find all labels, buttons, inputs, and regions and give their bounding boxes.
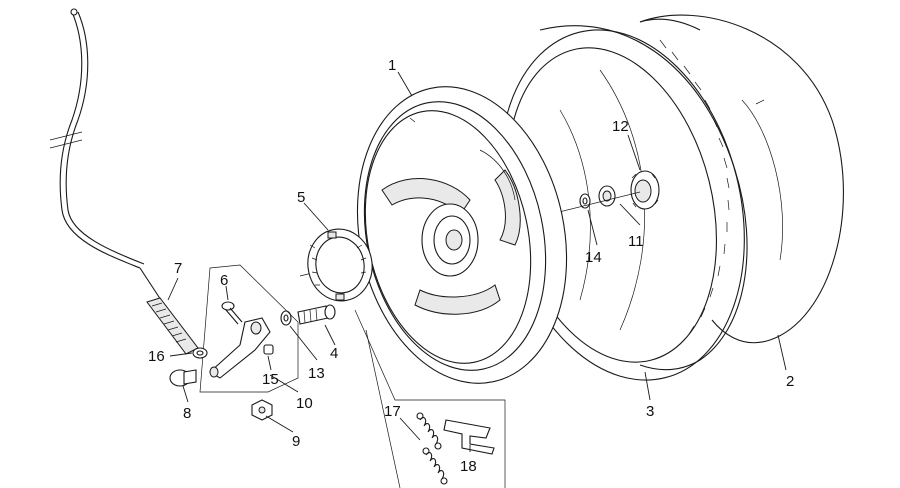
lever-assembly-outline: [199, 264, 299, 393]
callout-10: 10: [296, 395, 313, 412]
part-2-rear-disc: [639, 14, 844, 344]
callout-5: 5: [297, 189, 305, 206]
part-9-nut: [251, 399, 273, 421]
part-11-nut: [598, 185, 616, 207]
springs-box: [354, 309, 506, 488]
callout-labels: 1 2 3 4 5 6 7 8 9 10 11 12 13 14 15 16 1…: [148, 57, 794, 475]
callout-14: 14: [585, 249, 602, 266]
part-4-brake-cam: [297, 304, 336, 325]
callout-1: 1: [388, 57, 396, 74]
callout-12: 12: [612, 118, 629, 135]
callout-6: 6: [220, 272, 228, 289]
callout-18: 18: [460, 458, 477, 475]
callout-4: 4: [330, 345, 338, 362]
part-18-clip: [443, 419, 495, 455]
part-7-brake-cable: [49, 8, 199, 355]
callout-11: 11: [628, 233, 644, 250]
part-17-springs: [416, 412, 448, 485]
part-8-pivot-pin: [169, 369, 197, 387]
part-14-washer: [579, 193, 591, 209]
part-16-washer: [192, 347, 208, 359]
callout-2: 2: [786, 373, 794, 390]
part-1-wheel-rim: [356, 86, 568, 384]
callout-3: 3: [646, 403, 654, 420]
callout-15: 15: [262, 371, 279, 388]
part-6-bolt: [221, 301, 243, 325]
part-5-brake-shoes: [307, 228, 373, 302]
part-15-pin: [263, 344, 274, 355]
part-12-hub-nut: [630, 170, 660, 210]
callout-8: 8: [183, 405, 191, 422]
callout-7: 7: [174, 260, 182, 277]
leader-lines: [167, 71, 787, 452]
callout-9: 9: [292, 433, 300, 450]
callout-17: 17: [384, 403, 401, 420]
part-13-washer: [280, 310, 292, 326]
part-10-brake-lever: [209, 317, 271, 379]
callout-13: 13: [308, 365, 325, 382]
callout-16: 16: [148, 348, 165, 365]
